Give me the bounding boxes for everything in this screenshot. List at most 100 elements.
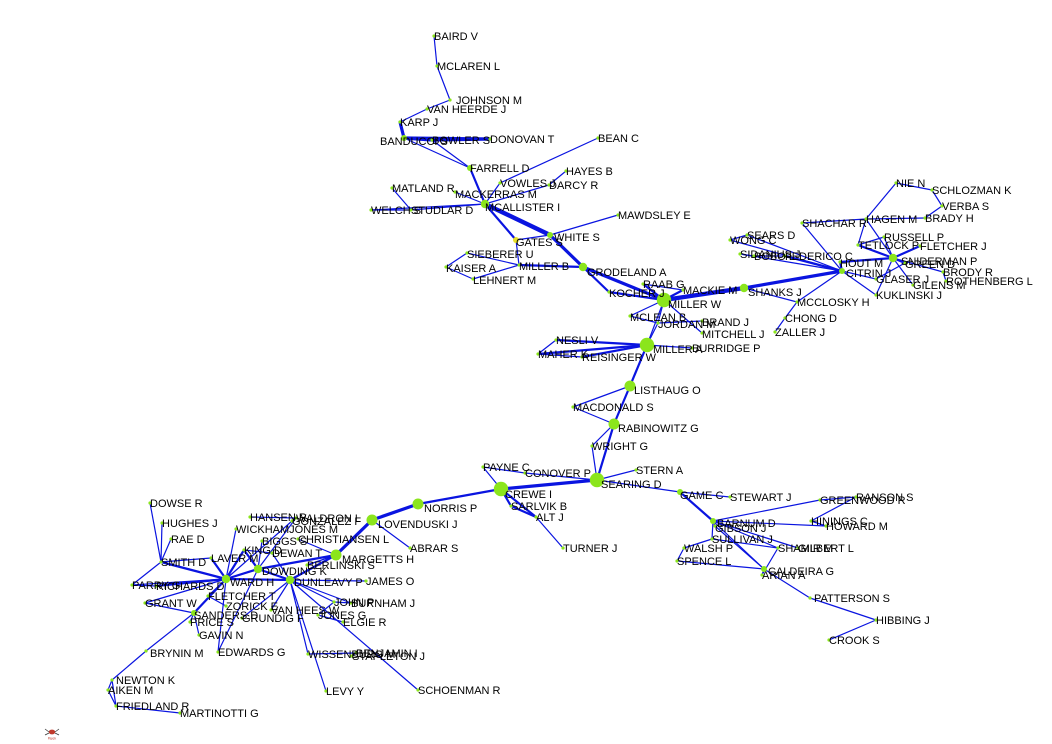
node-sullivanj[interactable] xyxy=(710,537,714,541)
node-gonzalezf[interactable] xyxy=(290,519,294,523)
node-bairdv[interactable] xyxy=(432,34,436,38)
node-laverm[interactable] xyxy=(209,556,213,560)
node-crewei[interactable] xyxy=(493,481,509,497)
node-gavinn[interactable] xyxy=(197,633,201,637)
node-norrisp[interactable] xyxy=(412,498,424,510)
node-searingd[interactable] xyxy=(589,472,605,488)
node-zorickE[interactable] xyxy=(224,604,228,608)
node-burridgep[interactable] xyxy=(690,346,694,350)
node-richardsd[interactable] xyxy=(154,584,158,588)
node-bobol[interactable] xyxy=(752,254,756,258)
node-kingd[interactable] xyxy=(242,548,246,552)
node-biggss[interactable] xyxy=(260,539,264,543)
node-glaserj[interactable] xyxy=(874,277,878,281)
node-conoverp[interactable] xyxy=(523,471,527,475)
node-dunleavyp[interactable] xyxy=(285,575,295,585)
node-millerb[interactable] xyxy=(517,263,521,267)
node-welchs[interactable] xyxy=(369,208,373,212)
node-grodelanda[interactable] xyxy=(578,262,588,272)
node-darcyr[interactable] xyxy=(547,183,551,187)
node-chongd[interactable] xyxy=(783,316,787,320)
node-grundigf[interactable] xyxy=(240,616,244,620)
node-johnp[interactable] xyxy=(332,600,336,604)
node-sarlvikb[interactable] xyxy=(509,504,513,508)
node-fletchert[interactable] xyxy=(206,594,210,598)
node-parrys[interactable] xyxy=(130,583,134,587)
node-waldronl[interactable] xyxy=(294,516,298,520)
node-stapletonj[interactable] xyxy=(350,654,354,658)
node-walshp[interactable] xyxy=(682,546,686,550)
node-wongc[interactable] xyxy=(728,238,732,242)
node-whites[interactable] xyxy=(547,232,553,238)
node-benjamini[interactable] xyxy=(354,651,358,655)
node-gatess[interactable] xyxy=(513,237,519,243)
node-sternа[interactable] xyxy=(634,468,638,472)
node-citrinj[interactable] xyxy=(839,268,845,274)
node-bryninm[interactable] xyxy=(144,649,148,653)
node-aikenm[interactable] xyxy=(106,688,110,692)
node-altj[interactable] xyxy=(534,515,538,519)
node-johnsonm[interactable] xyxy=(448,98,452,102)
node-brodyr[interactable] xyxy=(941,270,945,274)
node-jonesg[interactable] xyxy=(316,613,320,617)
node-kochergj[interactable] xyxy=(607,290,611,294)
node-kuklinskij[interactable] xyxy=(874,293,878,297)
node-shanksj[interactable] xyxy=(739,283,749,293)
node-searsd[interactable] xyxy=(745,233,749,237)
node-friedlandr[interactable] xyxy=(114,704,118,708)
node-greenwoodr[interactable] xyxy=(818,498,822,502)
node-jordanm[interactable] xyxy=(656,321,660,325)
node-crooks[interactable] xyxy=(827,638,831,642)
node-sandersd[interactable] xyxy=(191,610,197,616)
node-donovant[interactable] xyxy=(488,137,492,141)
node-martinottig[interactable] xyxy=(178,711,182,715)
node-studlard[interactable] xyxy=(409,208,413,212)
node-millera[interactable] xyxy=(639,337,655,353)
node-gamec[interactable] xyxy=(677,489,683,495)
node-greenb[interactable] xyxy=(903,261,907,265)
node-mclarenl[interactable] xyxy=(435,64,439,68)
node-gilbertl[interactable] xyxy=(796,546,800,550)
node-farrelld[interactable] xyxy=(467,165,473,171)
node-tetlockp[interactable] xyxy=(856,243,860,247)
node-smithd[interactable] xyxy=(159,560,163,564)
node-wrightg[interactable] xyxy=(590,444,594,448)
node-houtmand[interactable] xyxy=(838,260,842,264)
node-wickhamjonesm[interactable] xyxy=(234,527,238,531)
node-lehnertm[interactable] xyxy=(471,277,475,281)
node-raabg[interactable] xyxy=(641,282,645,286)
node-sidaniusj[interactable] xyxy=(738,252,742,256)
node-gibsonj[interactable] xyxy=(713,524,717,528)
node-wissenburgm[interactable] xyxy=(306,652,310,656)
node-newtonk[interactable] xyxy=(110,678,114,682)
node-beanc[interactable] xyxy=(596,136,600,140)
node-kaisera[interactable] xyxy=(444,265,448,269)
node-vowlesj[interactable] xyxy=(498,181,502,185)
node-hibbingj[interactable] xyxy=(874,618,878,622)
node-reisingerw[interactable] xyxy=(580,355,584,359)
node-edwardsg[interactable] xyxy=(216,650,220,654)
node-mcleanb[interactable] xyxy=(628,314,632,318)
node-hiningsc[interactable] xyxy=(809,519,813,523)
node-vanheerded[interactable] xyxy=(425,107,429,111)
node-dewant[interactable] xyxy=(270,551,274,555)
node-schoenmanr[interactable] xyxy=(416,688,420,692)
node-christiansenl[interactable] xyxy=(296,537,300,541)
node-howardm[interactable] xyxy=(824,524,828,528)
node-bowlers[interactable] xyxy=(430,138,434,142)
node-rabinowitzg[interactable] xyxy=(608,418,620,430)
node-bradyh[interactable] xyxy=(923,216,927,220)
node-wardh[interactable] xyxy=(221,574,231,584)
node-berlinskis[interactable] xyxy=(305,563,309,567)
node-neslyv[interactable] xyxy=(554,338,558,342)
node-rothenbergl[interactable] xyxy=(944,279,948,283)
node-arianа[interactable] xyxy=(760,573,764,577)
node-raed[interactable] xyxy=(169,537,173,541)
node-macdonalds[interactable] xyxy=(571,405,575,409)
node-jameso[interactable] xyxy=(364,579,368,583)
node-listhaugo[interactable] xyxy=(624,380,636,392)
node-verbas[interactable] xyxy=(940,204,944,208)
node-lovenduskij[interactable] xyxy=(366,514,378,526)
node-gilensm[interactable] xyxy=(911,283,915,287)
node-ransons[interactable] xyxy=(854,495,858,499)
